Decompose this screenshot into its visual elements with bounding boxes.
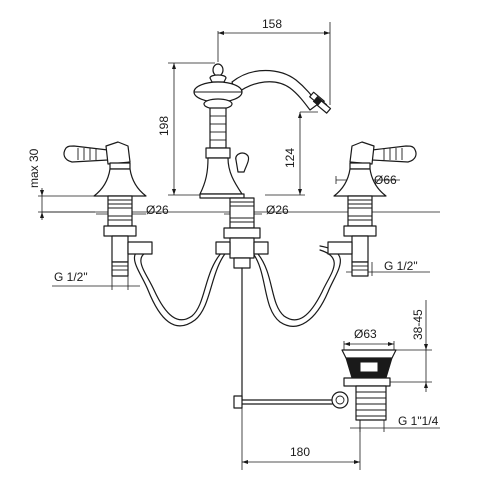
dim-max-deck-thickness: max 30 bbox=[27, 148, 41, 188]
dim-waste-thread: G 1"1/4 bbox=[398, 414, 439, 428]
dim-spout-outlet-height: 124 bbox=[283, 148, 297, 168]
dim-waste-range: 38-45 bbox=[411, 309, 425, 340]
dim-left-connection: G 1/2" bbox=[54, 270, 88, 284]
dim-right-connection: G 1/2" bbox=[384, 259, 418, 273]
right-valve bbox=[327, 141, 417, 277]
dim-center-body-diameter: Ø26 bbox=[266, 203, 289, 217]
left-valve bbox=[63, 141, 153, 277]
dim-handle-base-diameter: Ø66 bbox=[374, 173, 397, 187]
dimension-labels: 158 198 124 max 30 Ø26 Ø26 Ø66 G 1/2" G … bbox=[27, 17, 439, 459]
dim-spout-reach: 158 bbox=[262, 17, 282, 31]
dim-overall-height: 198 bbox=[157, 116, 171, 136]
flex-hoses bbox=[133, 245, 341, 327]
dim-waste-diameter: Ø63 bbox=[354, 327, 377, 341]
popup-waste bbox=[331, 349, 397, 421]
center-spout bbox=[193, 63, 333, 409]
dim-rod-distance: 180 bbox=[290, 445, 310, 459]
dim-left-body-diameter: Ø26 bbox=[146, 203, 169, 217]
